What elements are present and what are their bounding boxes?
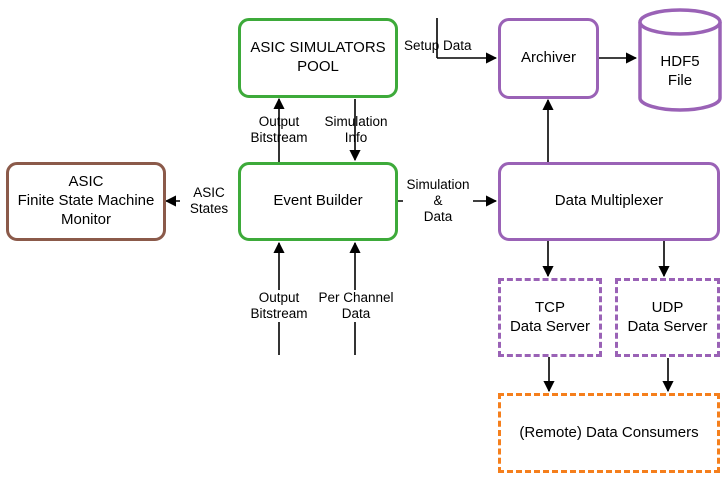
setup-data-text: Setup Data <box>404 38 472 53</box>
simulation-data-label: Simulation & Data <box>403 177 473 226</box>
fsm-monitor-line1: ASIC <box>68 173 104 191</box>
data-multiplexer-box: Data Multiplexer <box>498 162 720 241</box>
fsm-monitor-line3: Monitor <box>60 210 112 228</box>
simulation-data-line3: Data <box>423 209 453 225</box>
archiver-box: Archiver <box>498 18 599 99</box>
tcp-line2: Data Server <box>509 317 591 335</box>
event-builder-box: Event Builder <box>238 162 398 241</box>
simulation-data-line2: & <box>433 193 443 209</box>
archiver-label: Archiver <box>520 49 576 67</box>
per-channel-data-line1: Per Channel <box>318 290 394 305</box>
output-bitstream-top-line2: Bitstream <box>250 130 308 146</box>
hdf5-line2: File <box>667 71 693 89</box>
tcp-data-server-box: TCP Data Server <box>498 278 602 357</box>
hdf5-cylinder-icon <box>638 8 722 112</box>
per-channel-data-label: Per Channel Data <box>313 290 399 323</box>
asic-states-line1: ASIC <box>193 185 225 200</box>
asic-states-line2: States <box>189 201 229 217</box>
hdf5-label: HDF5 File <box>640 53 720 91</box>
remote-consumers-label: (Remote) Data Consumers <box>519 423 699 441</box>
output-bitstream-top-label: Output Bitstream <box>244 114 314 146</box>
udp-data-server-box: UDP Data Server <box>615 278 720 357</box>
simulation-info-label: Simulation Info <box>321 114 391 146</box>
asic-pool-line2: POOL <box>297 58 339 75</box>
setup-data-label: Setup Data <box>404 38 472 54</box>
remote-data-consumers-box: (Remote) Data Consumers <box>498 393 720 473</box>
simulation-info-line2: Info <box>344 130 368 146</box>
output-bitstream-bottom-line1: Output <box>258 290 300 305</box>
per-channel-data-line2: Data <box>341 306 371 322</box>
asic-simulators-pool-box: ASIC SIMULATORS POOL <box>238 18 398 98</box>
udp-line2: Data Server <box>627 317 708 335</box>
fsm-monitor-box: ASIC Finite State Machine Monitor <box>6 162 166 241</box>
simulation-data-line1: Simulation <box>406 177 470 192</box>
output-bitstream-bottom-line2: Bitstream <box>250 306 308 322</box>
asic-states-label: ASIC States <box>180 185 238 218</box>
data-multiplexer-label: Data Multiplexer <box>554 192 664 210</box>
output-bitstream-bottom-label: Output Bitstream <box>244 290 314 323</box>
event-builder-label: Event Builder <box>273 192 363 210</box>
simulation-info-line1: Simulation <box>324 114 388 129</box>
output-bitstream-top-line1: Output <box>258 114 300 129</box>
udp-line1: UDP <box>651 298 684 316</box>
hdf5-line1: HDF5 <box>660 53 700 70</box>
asic-pool-line1: ASIC SIMULATORS <box>250 39 386 57</box>
fsm-monitor-line2: Finite State Machine <box>17 192 155 210</box>
tcp-line1: TCP <box>535 298 565 316</box>
